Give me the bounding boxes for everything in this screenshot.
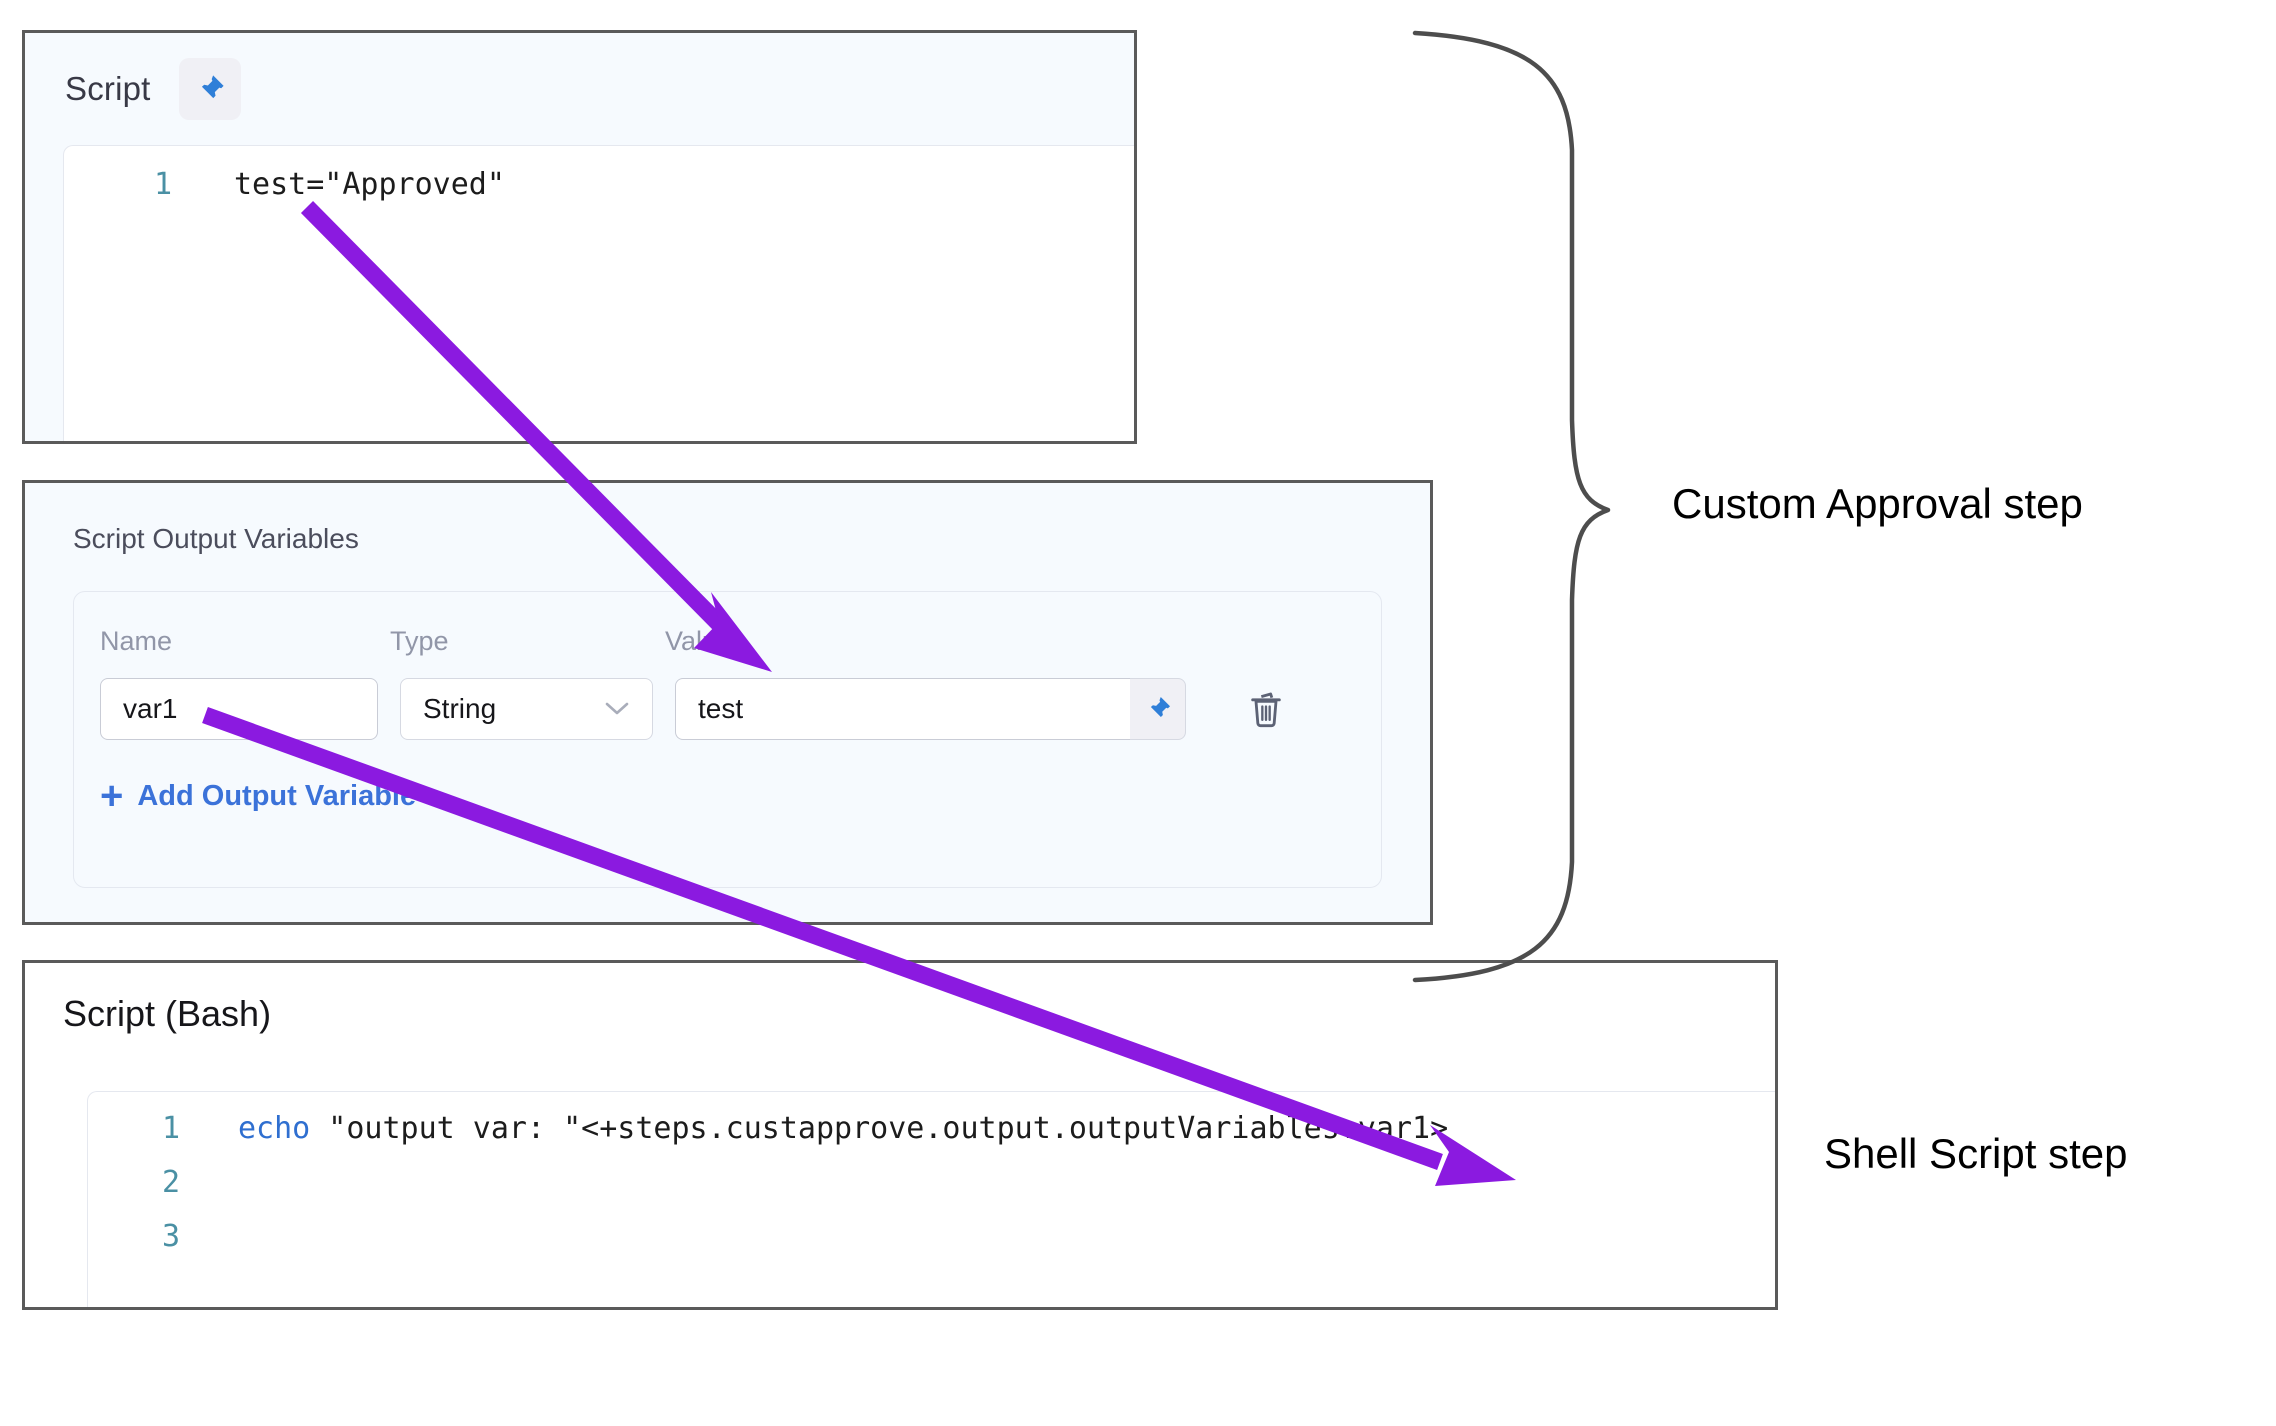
script-panel-header: Script [25, 33, 1134, 145]
script-code-editor[interactable]: 1 test="Approved" [63, 145, 1134, 441]
variable-type-value: String [423, 693, 497, 724]
table-row: var1 String test [100, 678, 1361, 740]
script-panel: Script 1 test="Approved" [22, 30, 1137, 444]
code-line: 1 echo "output var: "<+steps.custapprove… [88, 1102, 1775, 1156]
variable-type-select[interactable]: String [400, 678, 653, 740]
code-text: echo "output var: "<+steps.custapprove.o… [180, 1102, 1448, 1156]
trash-icon[interactable] [1242, 685, 1290, 733]
script-panel-title: Script [65, 70, 151, 107]
variable-value-input[interactable]: test [675, 678, 1130, 740]
plus-icon: + [100, 774, 124, 818]
code-rest: "output var: "<+steps.custapprove.output… [310, 1111, 1449, 1146]
code-line: 2 [88, 1156, 1775, 1210]
line-number: 1 [161, 1111, 180, 1146]
column-header-value: Value [665, 625, 733, 656]
bash-code-editor[interactable]: 1 echo "output var: "<+steps.custapprove… [87, 1091, 1775, 1307]
code-keyword: echo [238, 1111, 311, 1146]
script-output-variables-title: Script Output Variables [73, 523, 359, 554]
add-output-variable-label: Add Output Variable [137, 779, 417, 812]
script-output-variables-panel: Script Output Variables Name Type Value … [22, 480, 1433, 925]
pushpin-icon[interactable] [1130, 678, 1186, 740]
curly-brace [1412, 30, 1611, 983]
column-header-type: Type [390, 625, 449, 656]
add-output-variable-button[interactable]: + Add Output Variable [100, 776, 1361, 816]
variable-value-group: test [675, 678, 1186, 740]
line-number: 1 [153, 167, 172, 202]
code-line: 3 [88, 1210, 1775, 1264]
column-header-name: Name [100, 625, 173, 656]
code-line: 1 test="Approved" [64, 158, 1134, 212]
code-text: test="Approved" [234, 167, 505, 202]
script-bash-title: Script (Bash) [63, 993, 272, 1034]
chevron-down-icon [604, 698, 630, 720]
custom-approval-step-label: Custom Approval step [1672, 480, 2083, 527]
table-header-row: Name Type Value [100, 614, 1361, 668]
line-number: 2 [161, 1165, 180, 1200]
shell-script-step-label: Shell Script step [1824, 1130, 2128, 1177]
line-number: 3 [161, 1219, 180, 1254]
variable-name-input[interactable]: var1 [100, 678, 378, 740]
pushpin-icon[interactable] [178, 58, 241, 120]
script-bash-panel: Script (Bash) 1 echo "output var: "<+ste… [22, 960, 1778, 1310]
output-variables-table: Name Type Value var1 String [73, 591, 1382, 888]
